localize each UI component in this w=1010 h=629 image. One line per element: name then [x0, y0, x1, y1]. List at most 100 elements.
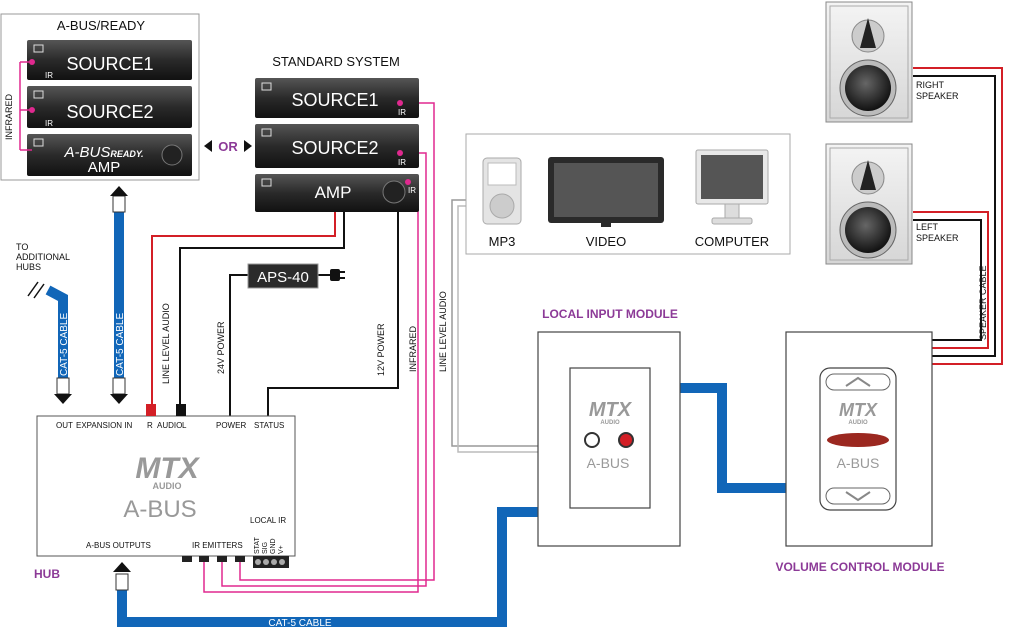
standard-system-title: STANDARD SYSTEM — [272, 54, 400, 69]
terminal-gnd-label: GND — [270, 538, 277, 554]
line-level-audio-gray-2 — [457, 205, 540, 453]
right-speaker — [825, 1, 913, 123]
std-amp-label: AMP — [315, 183, 352, 202]
std-amp-ir: IR — [408, 186, 416, 195]
aps-40-box — [247, 263, 319, 289]
hub-abus-logo: A-BUS — [123, 496, 196, 523]
std-source1-label: SOURCE1 — [291, 90, 378, 110]
left-speaker — [825, 143, 913, 265]
vcm-abus-logo: A-BUS — [837, 455, 880, 471]
lim-mtx-logo: MTX — [589, 399, 633, 421]
cut-cable-icon — [27, 281, 45, 299]
hub-ir-emitters-label: IR EMITTERS — [192, 541, 243, 550]
arrow-down-icon — [110, 394, 128, 404]
std-source2-label: SOURCE2 — [291, 138, 378, 158]
abus-ready-group: A-BUS/READY SOURCE1 IR SOURCE2 IR A-BUSR… — [0, 13, 200, 181]
volume-control-module: MTX AUDIO A-BUS — [785, 331, 933, 547]
std-source2-ir: IR — [398, 158, 406, 167]
or-label: OR — [218, 139, 238, 154]
hub-box — [36, 415, 296, 557]
lim-left-input-jack — [584, 432, 600, 448]
lim-right-input-jack — [618, 432, 634, 448]
hub-terminal-block — [253, 556, 289, 568]
video-label: VIDEO — [586, 234, 626, 249]
hub-r-label: R — [147, 421, 153, 430]
ir-dot-2 — [29, 107, 35, 113]
std-source1-ir: IR — [398, 108, 406, 117]
cat5-cable-to-hubs — [45, 285, 68, 386]
mp3-player-icon — [482, 157, 522, 225]
power-12v-label: 12V POWER — [376, 323, 386, 376]
cat5-bottom-label: CAT-5 CABLE — [268, 618, 331, 629]
speaker-cable-left-red — [913, 211, 989, 349]
abus-infrared-label: INFRARED — [4, 93, 14, 140]
speaker-cable-right-red — [913, 67, 1003, 365]
or-indicator: OR — [204, 139, 252, 154]
rj45-connector-icon — [54, 377, 72, 404]
abus-amp-device: A-BUSREADY. AMP — [27, 134, 192, 176]
local-input-module: MTX AUDIO A-BUS — [537, 331, 681, 547]
abus-source1-ir: IR — [45, 71, 53, 80]
hub-l-jack — [176, 404, 186, 416]
abus-amp-label: AMP — [88, 159, 121, 176]
computer-monitor-icon — [695, 149, 769, 225]
rj45-connector-icon — [110, 186, 128, 213]
computer-label: COMPUTER — [695, 234, 769, 249]
std-source2-device: SOURCE2 IR — [255, 124, 419, 168]
hub-power-label: POWER — [216, 421, 246, 430]
abus-infrared-wire — [19, 61, 32, 151]
cat5-cable-module-link — [680, 383, 790, 493]
abus-source2-ir: IR — [45, 119, 53, 128]
arrow-up-icon — [113, 562, 131, 572]
hub-out-label: OUT — [56, 421, 73, 430]
terminal-vplus-label: V+ — [278, 545, 285, 554]
or-right-arrow-icon — [244, 140, 252, 152]
volume-down-button — [825, 487, 891, 505]
std-source1-device: SOURCE1 IR — [255, 78, 419, 118]
audio-wire-red — [151, 212, 336, 404]
std-ir-dot-1 — [397, 100, 403, 106]
left-speaker-tweeter-icon — [860, 160, 876, 190]
chevron-up-icon — [845, 376, 871, 387]
hub-expansion-in-label: EXPANSION IN — [76, 421, 133, 430]
hub-device: OUT EXPANSION IN R AUDIO L POWER STATUS … — [36, 404, 296, 568]
abus-amp-brand: A-BUSREADY. — [63, 144, 143, 161]
aps-40-power-supply: APS-40 — [247, 263, 345, 289]
speaker-cable-right-black — [913, 75, 996, 357]
abus-source2-label: SOURCE2 — [66, 102, 153, 122]
infrared-wire-1 — [239, 102, 435, 581]
cat5-cable-bottom — [117, 507, 540, 627]
ir-dot-1 — [29, 59, 35, 65]
hub-audio-logo: AUDIO — [153, 481, 182, 491]
hub-r-jack — [146, 404, 156, 416]
std-ir-dot-2 — [397, 150, 403, 156]
power-24v-wire — [229, 274, 250, 416]
hub-audio-label: AUDIO — [157, 421, 182, 430]
power-12v-wire — [267, 212, 399, 416]
standard-system-group: STANDARD SYSTEM SOURCE1 IR SOURCE2 IR AM… — [255, 54, 419, 212]
hub-label: HUB — [34, 567, 60, 581]
arrow-down-icon — [54, 394, 72, 404]
aps-40-label: APS-40 — [257, 269, 309, 286]
chevron-down-icon — [845, 491, 871, 502]
hub-status-label: STATUS — [254, 421, 284, 430]
line-level-audio-label-1: LINE LEVEL AUDIO — [161, 303, 171, 384]
infrared-label: INFRARED — [408, 325, 418, 372]
hub-abus-outputs-label: A-BUS OUTPUTS — [86, 541, 151, 550]
lim-audio-logo: AUDIO — [600, 420, 620, 426]
hub-local-ir-label: LOCAL IR — [250, 516, 286, 525]
vcm-audio-logo: AUDIO — [848, 420, 868, 426]
speaker-cable-label: SPEAKER CABLE — [978, 265, 988, 340]
vcm-level-indicator — [827, 433, 889, 447]
abus-ready-title: A-BUS/READY — [57, 18, 145, 33]
cat5-right-label: CAT-5 CABLE — [732, 415, 743, 478]
std-amp-device: AMP IR — [255, 174, 419, 212]
std-ir-dot-3 — [405, 179, 411, 185]
rj45-connector-icon — [113, 562, 131, 591]
cat5-left-label: CAT-5 CABLE — [59, 313, 70, 376]
rj45-connector-icon — [110, 377, 128, 404]
left-speaker-woofer-icon — [845, 207, 891, 253]
cat5-expansion-label: CAT-5 CABLE — [115, 313, 126, 376]
